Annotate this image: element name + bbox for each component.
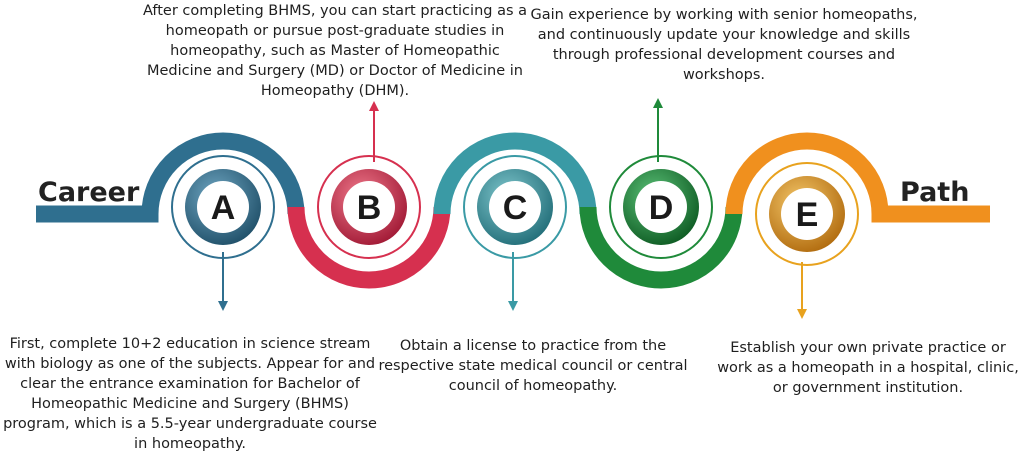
- step-b-node: B: [317, 155, 421, 259]
- step-d-description: Gain experience by working with senior h…: [530, 7, 918, 83]
- wave-segment-c: [433, 132, 597, 215]
- step-a-description: First, complete 10+2 education in scienc…: [3, 336, 377, 452]
- step-e-description: Establish your own private practice or w…: [717, 340, 1019, 396]
- step-a-letter: A: [211, 189, 236, 227]
- step-c-letter: C: [503, 189, 528, 227]
- wave-segment-d: [579, 206, 743, 289]
- step-d-letter: D: [649, 189, 674, 227]
- connector-arrows: [218, 98, 807, 319]
- wave-segment-e: [725, 132, 990, 223]
- path-label: Path: [900, 177, 970, 208]
- step-c-node: C: [463, 155, 567, 259]
- step-b-letter: B: [357, 189, 382, 227]
- step-e-node: E: [755, 162, 859, 266]
- career-label: Career: [38, 177, 140, 208]
- wave-segment-a: [36, 132, 305, 223]
- wave-track: [36, 132, 990, 289]
- step-a-node: A: [171, 155, 275, 259]
- wave-segment-b: [287, 206, 451, 289]
- step-e-letter: E: [796, 196, 819, 234]
- step-c-description: Obtain a license to practice from the re…: [378, 338, 688, 394]
- step-b-description: After completing BHMS, you can start pra…: [142, 3, 528, 99]
- step-d-node: D: [609, 155, 713, 259]
